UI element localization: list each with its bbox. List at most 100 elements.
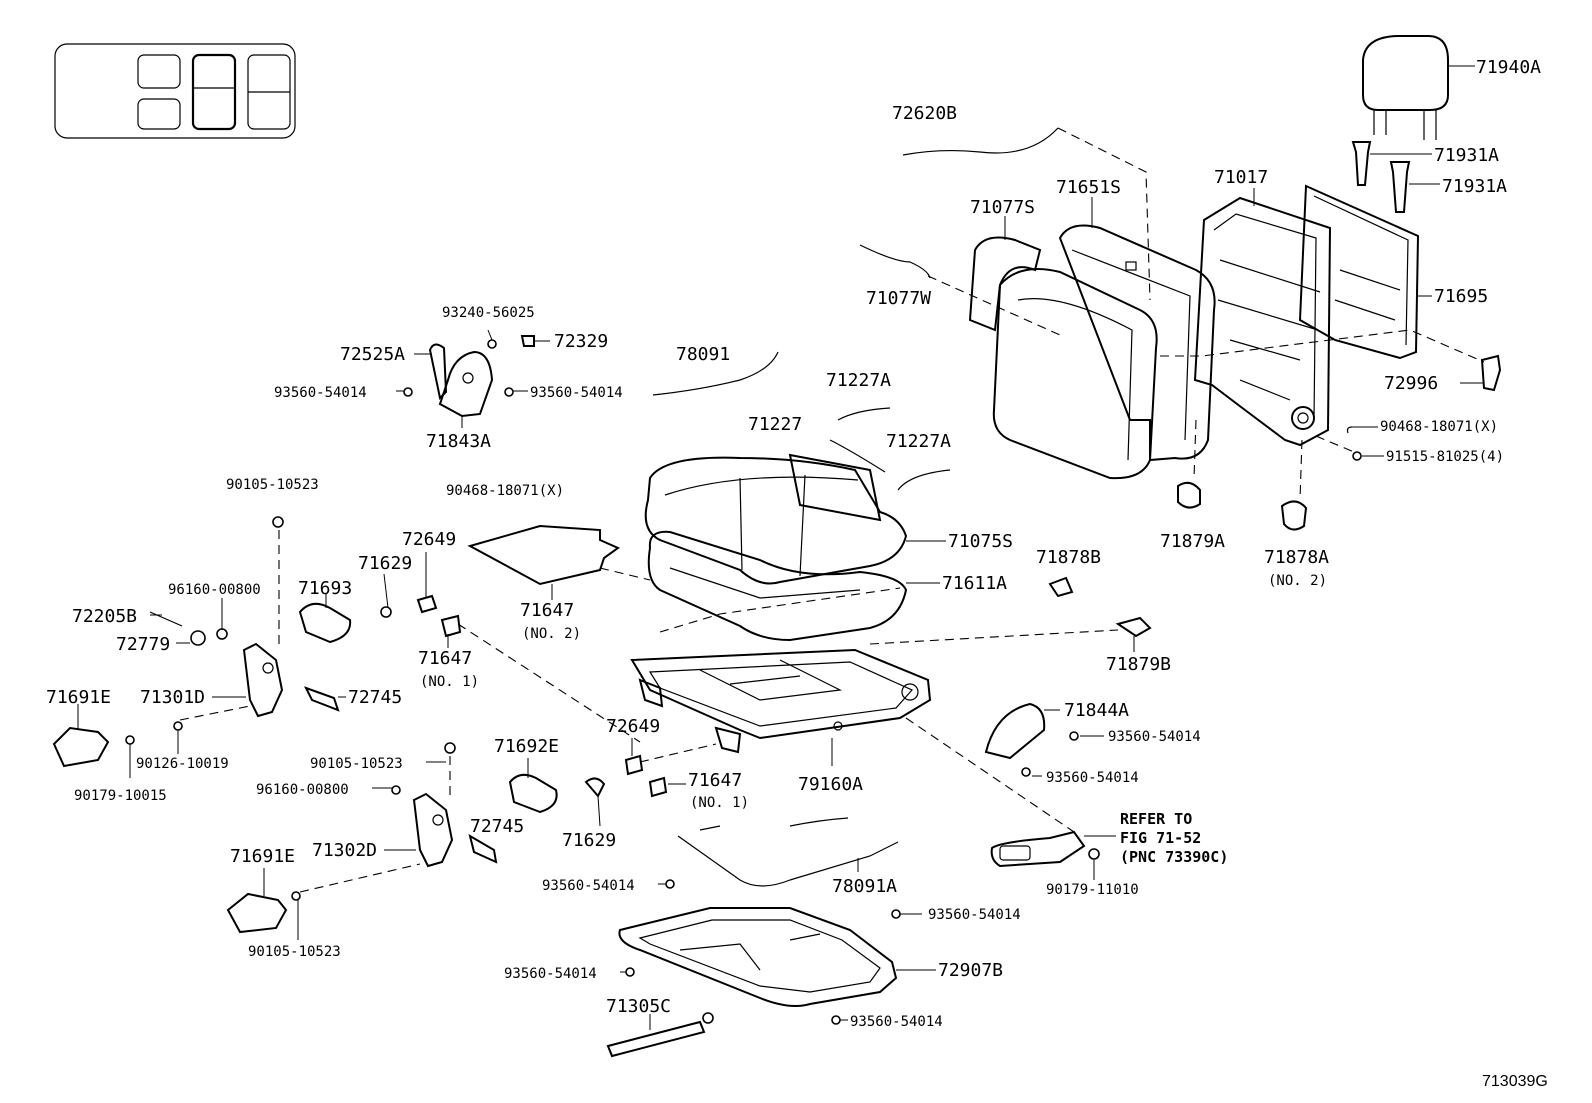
label-71647: 71647 (520, 600, 574, 621)
label-93560-54014: 93560-54014 (928, 907, 1021, 923)
label-72649: 72649 (606, 716, 660, 737)
label-93560-54014: 93560-54014 (1108, 729, 1201, 745)
label-71843A: 71843A (426, 431, 491, 452)
diagram-code: 713039G (1482, 1073, 1548, 1090)
label-71077W: 71077W (866, 288, 931, 309)
label-71878A: 71878A (1264, 547, 1329, 568)
label-72205B: 72205B (72, 606, 137, 627)
label-90105-10523: 90105-10523 (226, 477, 319, 493)
cover-71693 (298, 594, 352, 644)
cover-71692E (508, 758, 558, 814)
seatback-frame-71017 (1193, 188, 1332, 447)
label-71878B: 71878B (1036, 547, 1101, 568)
refer-note-line-3: (PNC 73390C) (1120, 848, 1228, 866)
label-71647: 71647 (418, 648, 472, 669)
refer-note-line-2: FIG 71-52 (1120, 829, 1201, 847)
label-71691E: 71691E (46, 687, 111, 708)
label-90179-10015: 90179-10015 (74, 788, 167, 804)
label-71651S: 71651S (1056, 177, 1121, 198)
label-93560-54014: 93560-54014 (542, 878, 635, 894)
hinge-covers-71878A-71879A (1177, 481, 1308, 531)
label-90105-10523: 90105-10523 (248, 944, 341, 960)
label-71692E: 71692E (494, 736, 559, 757)
wires-harness (652, 127, 1059, 491)
refer-note-line-1: REFER TO (1120, 810, 1192, 828)
label-93240-56025: 93240-56025 (442, 305, 535, 321)
recliner-71302D (384, 742, 456, 868)
cushion-pad-71611A (647, 530, 940, 642)
part-labels: 71940A 71931A 71931A 71017 71695 72996 9… (46, 57, 1548, 1090)
label-91515-81025: 91515-81025(4) (1386, 449, 1504, 465)
label-71647-note: (NO. 2) (522, 626, 581, 642)
label-93560-54014: 93560-54014 (274, 385, 367, 401)
label-71305C: 71305C (606, 996, 671, 1017)
label-90179-11010: 90179-11010 (1046, 882, 1139, 898)
label-96160-00800: 96160-00800 (256, 782, 349, 798)
label-78091: 78091 (676, 344, 730, 365)
cushion-board-71647-no2 (467, 524, 621, 600)
seatbelt-buckle-ref-73390C (990, 830, 1116, 880)
label-72996: 72996 (1384, 373, 1438, 394)
label-93560-54014: 93560-54014 (1046, 770, 1139, 786)
label-93560-54014: 93560-54014 (504, 966, 597, 982)
label-72525A: 72525A (340, 344, 405, 365)
label-71931A: 71931A (1442, 176, 1507, 197)
label-71302D: 71302D (312, 840, 377, 861)
recliner-71301D (212, 516, 284, 718)
label-71931A: 71931A (1434, 145, 1499, 166)
seat-cushion-71075S (644, 453, 946, 585)
assembly-dashed-lines (179, 127, 1485, 893)
label-72649: 72649 (402, 529, 456, 550)
label-71844A: 71844A (1064, 700, 1129, 721)
label-90105-10523: 90105-10523 (310, 756, 403, 772)
clips-71878B-71879B (1048, 576, 1152, 652)
label-96160-00800: 96160-00800 (168, 582, 261, 598)
label-71227A: 71227A (826, 370, 891, 391)
label-93560-54014: 93560-54014 (850, 1014, 943, 1030)
hinge-cover-72996 (1460, 354, 1502, 392)
label-72779: 72779 (116, 634, 170, 655)
leader-lines-left (129, 329, 686, 940)
rod-71305C (606, 1012, 714, 1058)
seat-frame-79160A (630, 648, 932, 766)
headrest-71940A (1362, 35, 1475, 140)
label-72329: 72329 (554, 331, 608, 352)
headrest-guides-71931A (1351, 141, 1440, 213)
label-71227A: 71227A (886, 431, 951, 452)
label-72620B: 72620B (892, 103, 957, 124)
label-71075S: 71075S (948, 531, 1013, 552)
label-90468-18071: 90468-18071(X) (1380, 419, 1498, 435)
upper-bracket-71843A (403, 335, 535, 428)
label-71940A: 71940A (1476, 57, 1541, 78)
covers-71691E (52, 704, 288, 934)
label-71077S: 71077S (970, 197, 1035, 218)
label-71629: 71629 (358, 553, 412, 574)
leader-lines-bottom (620, 883, 922, 1021)
label-71647: 71647 (688, 770, 742, 791)
label-71878A-note: (NO. 2) (1268, 573, 1327, 589)
label-93560-54014: 93560-54014 (530, 385, 623, 401)
label-71693: 71693 (298, 578, 352, 599)
label-90468-18071: 90468-18071(X) (446, 483, 564, 499)
seatback-cover-71077S (968, 216, 1158, 480)
label-71227: 71227 (748, 414, 802, 435)
label-72745: 72745 (470, 816, 524, 837)
seatback-board-71695 (1298, 184, 1432, 360)
label-72745: 72745 (348, 687, 402, 708)
label-71647-note: (NO. 1) (420, 674, 479, 690)
cable-78091A (677, 817, 899, 887)
label-71301D: 71301D (140, 687, 205, 708)
label-90126-10019: 90126-10019 (136, 756, 229, 772)
label-71695: 71695 (1434, 286, 1488, 307)
seat-position-index (54, 43, 296, 139)
label-71879B: 71879B (1106, 654, 1171, 675)
label-71629: 71629 (562, 830, 616, 851)
label-79160A: 79160A (798, 774, 863, 795)
pins-and-bolts-left (125, 594, 668, 901)
label-72907B: 72907B (938, 960, 1003, 981)
label-71611A: 71611A (942, 573, 1007, 594)
label-78091A: 78091A (832, 876, 897, 897)
seatback-cover-71651S (1058, 197, 1216, 462)
